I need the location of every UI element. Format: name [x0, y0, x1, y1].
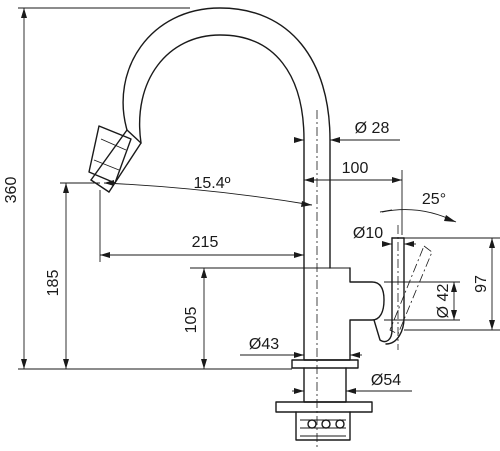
dim-lever-diameter: Ø10	[353, 225, 383, 242]
dim-lever-angle: 25°	[422, 191, 446, 208]
dim-lever-body-diameter: Ø 42	[435, 284, 452, 319]
dim-lever-offset: 100	[342, 160, 369, 177]
dim-tube-diameter: Ø 28	[355, 120, 390, 137]
dim-spout-angle: 15.4º	[194, 175, 231, 192]
dim-hole-diameter: Ø54	[371, 372, 401, 389]
dimension-lines	[21, 8, 495, 394]
dimension-labels: 360 185 105 215 15.4º 100 Ø 28 25° Ø10 Ø…	[3, 120, 490, 389]
extension-lines	[18, 7, 500, 370]
dim-lever-length: 97	[473, 275, 490, 293]
dim-height-total: 360	[3, 177, 20, 204]
dim-spout-reach: 215	[192, 234, 219, 251]
dim-base-diameter: Ø43	[249, 336, 279, 353]
dim-lever-height: 105	[183, 307, 200, 334]
center-lines	[316, 110, 399, 448]
dim-spout-height: 185	[45, 270, 62, 297]
